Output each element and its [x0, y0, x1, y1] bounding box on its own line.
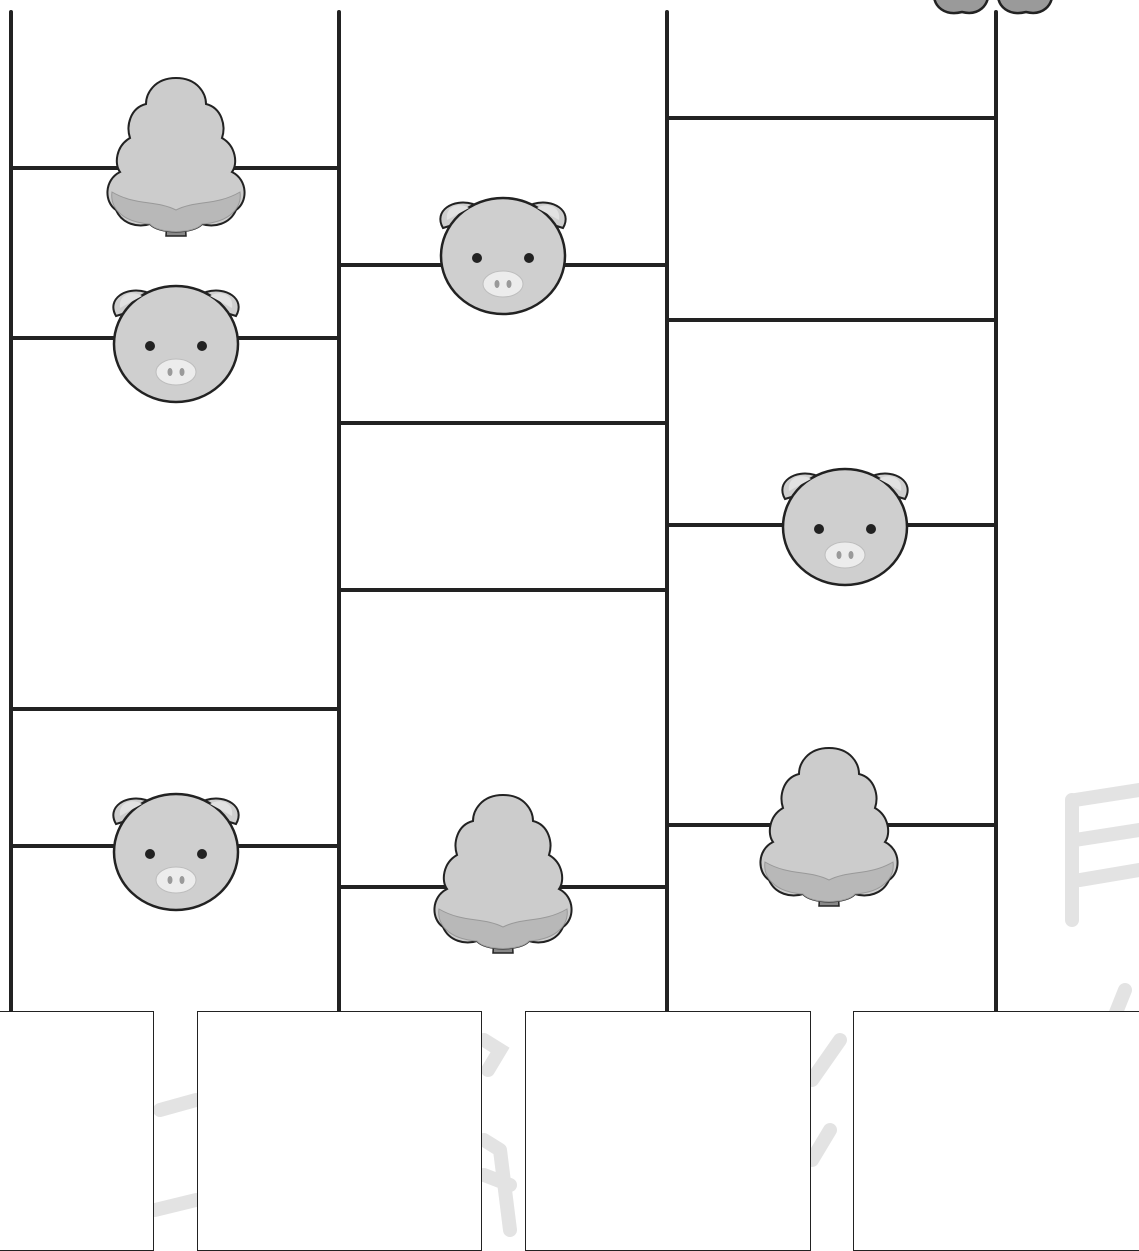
answer-box-3[interactable] [525, 1011, 811, 1251]
pig-face-icon [113, 286, 238, 402]
answer-box-2[interactable] [197, 1011, 482, 1251]
answer-box-1[interactable] [0, 1011, 154, 1251]
pig-face-icon [440, 198, 565, 314]
tree-icon [434, 795, 571, 953]
tree-icon [107, 78, 244, 236]
pig-face-icon [782, 469, 907, 585]
apple-icon [934, 0, 1052, 13]
answer-box-4[interactable] [853, 1011, 1139, 1251]
pig-face-icon [113, 794, 238, 910]
tree-icon [760, 748, 897, 906]
